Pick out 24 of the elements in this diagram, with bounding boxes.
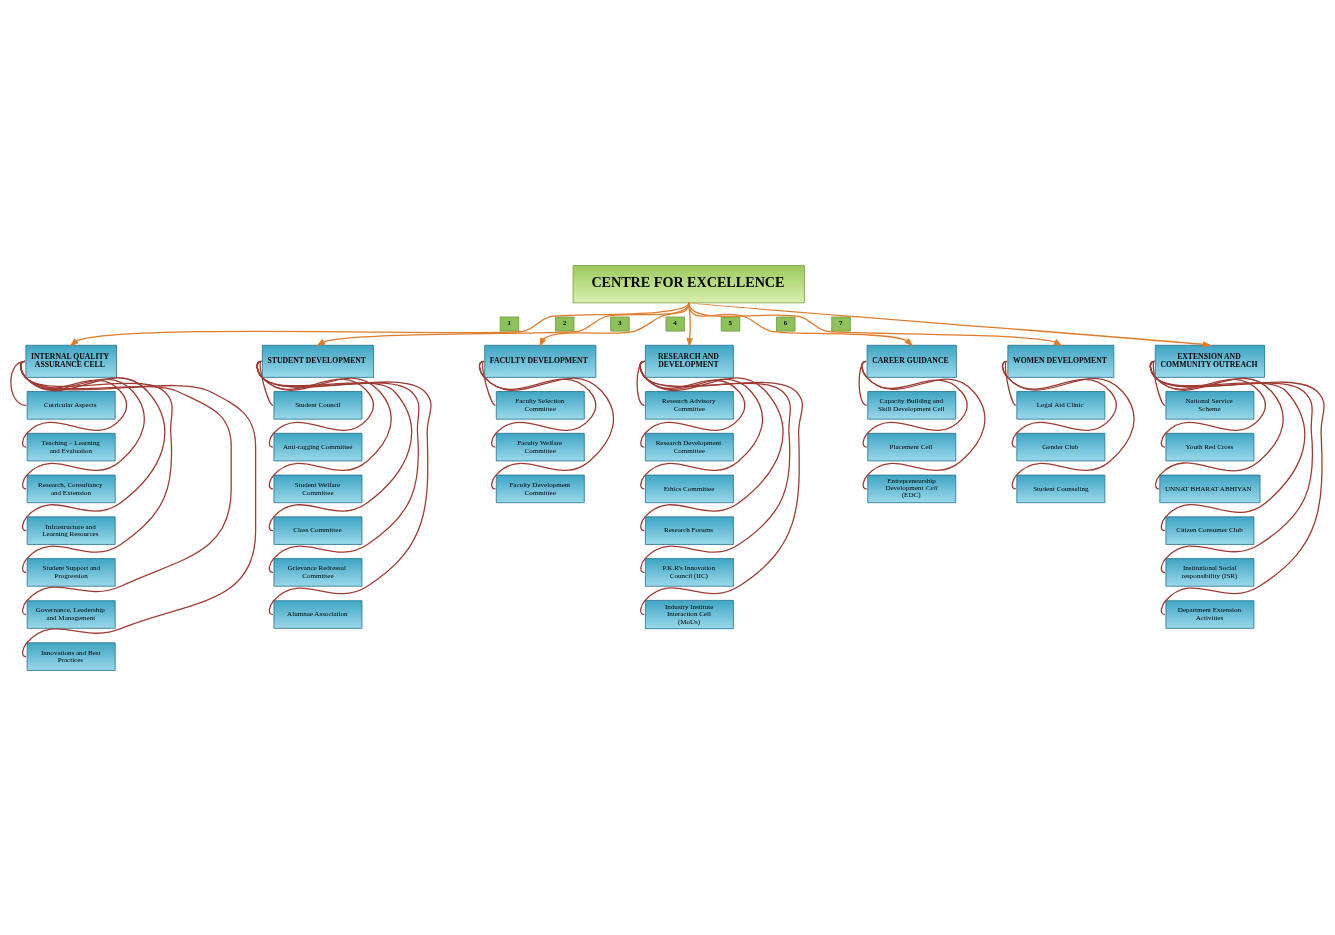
connector bbox=[1152, 360, 1166, 406]
connector bbox=[858, 360, 868, 406]
connector bbox=[639, 360, 791, 573]
connector bbox=[256, 360, 432, 615]
connector bbox=[636, 360, 646, 406]
connector bbox=[256, 360, 392, 490]
arrow bbox=[688, 301, 1212, 347]
connector bbox=[478, 360, 615, 490]
arrow bbox=[688, 301, 1063, 346]
connector bbox=[481, 360, 496, 406]
connector bbox=[639, 360, 784, 531]
node-box: CENTRE FOR EXCELLENCE bbox=[572, 264, 805, 303]
connector bbox=[639, 360, 803, 615]
arrow bbox=[69, 301, 690, 347]
connector bbox=[1001, 360, 1135, 490]
connector bbox=[861, 360, 986, 490]
connector bbox=[1149, 360, 1325, 615]
connector bbox=[256, 360, 413, 531]
connector bbox=[256, 360, 420, 573]
connector bbox=[256, 360, 375, 448]
connector bbox=[19, 360, 257, 657]
connector bbox=[10, 360, 27, 406]
connector bbox=[259, 360, 274, 406]
connector bbox=[1004, 360, 1017, 406]
